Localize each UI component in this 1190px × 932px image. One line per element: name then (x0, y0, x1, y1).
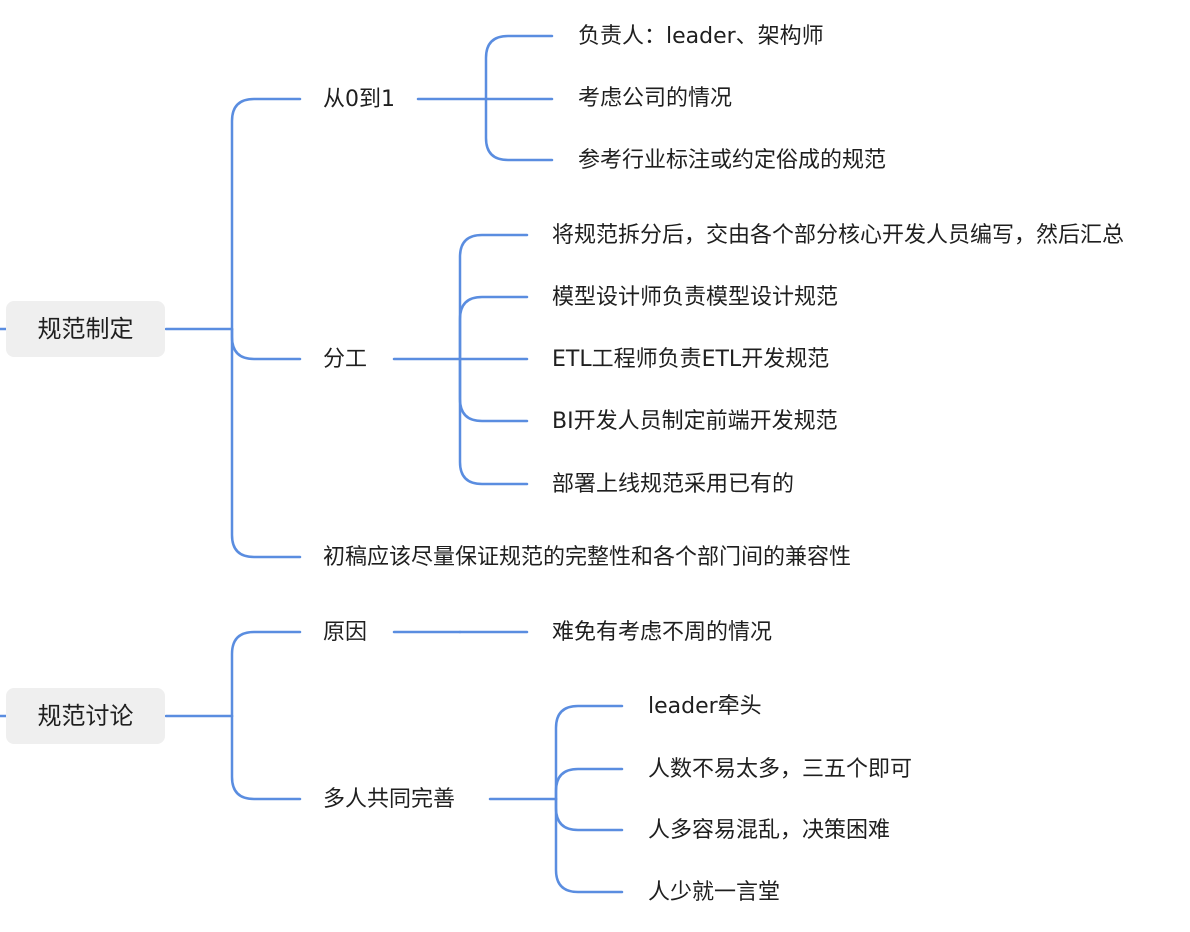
root-entry-stubs (0, 327, 6, 718)
connector-branch-0 (554, 704, 624, 801)
edges-from-zero (416, 34, 554, 162)
node-from-zero-to-one[interactable]: 从0到1 (323, 87, 395, 112)
connector-branch-1 (230, 327, 302, 361)
node-deployment[interactable]: 部署上线规范采用已有的 (552, 472, 795, 497)
node-collaborative-improvement[interactable]: 多人共同完善 (323, 787, 456, 812)
node-few-people[interactable]: 人数不易太多，三五个即可 (648, 757, 913, 782)
node-first-draft[interactable]: 初稿应该尽量保证规范的完整性和各个部门间的兼容性 (323, 545, 852, 570)
node-leader-leads[interactable]: leader牵头 (648, 694, 762, 719)
connector-branch-3 (554, 797, 624, 894)
node-too-many-chaos[interactable]: 人多容易混乱，决策困难 (648, 818, 891, 843)
node-industry-reference[interactable]: 参考行业标注或约定俗成的规范 (578, 148, 887, 173)
connector-branch-2 (554, 797, 624, 832)
connector-branch-4 (458, 357, 529, 486)
connector-branch-1 (554, 767, 624, 801)
node-company-situation[interactable]: 考虑公司的情况 (578, 86, 733, 111)
connector-branch-0 (458, 233, 529, 361)
node-etl-engineer[interactable]: ETL工程师负责ETL开发规范 (552, 347, 830, 372)
root-node-standard-discussion[interactable]: 规范讨论 (6, 688, 165, 744)
connector-branch-0 (230, 97, 302, 331)
node-owner[interactable]: 负责人：leader、架构师 (578, 24, 824, 49)
connector-branch-1 (458, 295, 529, 361)
node-bi-developer[interactable]: BI开发人员制定前端开发规范 (552, 409, 838, 434)
node-reason[interactable]: 原因 (323, 620, 368, 645)
connector-branch-2 (230, 327, 302, 559)
connector-branch-0 (484, 34, 554, 101)
root-label: 规范讨论 (37, 702, 134, 730)
connector-branch-1 (230, 714, 302, 801)
node-division-of-labor[interactable]: 分工 (323, 347, 368, 372)
root-label: 规范制定 (37, 315, 134, 343)
node-too-few-autocracy[interactable]: 人少就一言堂 (648, 880, 781, 905)
node-inevitable-oversight[interactable]: 难免有考虑不周的情况 (552, 620, 773, 645)
edges-division (392, 233, 529, 486)
connector-branch-0 (230, 630, 302, 718)
edges-root-1 (164, 97, 302, 559)
root-node-standard-formulation[interactable]: 规范制定 (6, 301, 165, 357)
edges-collab (488, 704, 624, 894)
connector-branch-2 (484, 97, 554, 162)
edges-root-2 (164, 630, 302, 801)
node-model-designer[interactable]: 模型设计师负责模型设计规范 (552, 285, 839, 310)
connector-branch-3 (458, 357, 529, 423)
node-split-and-merge[interactable]: 将规范拆分后，交由各个部分核心开发人员编写，然后汇总 (552, 223, 1125, 248)
